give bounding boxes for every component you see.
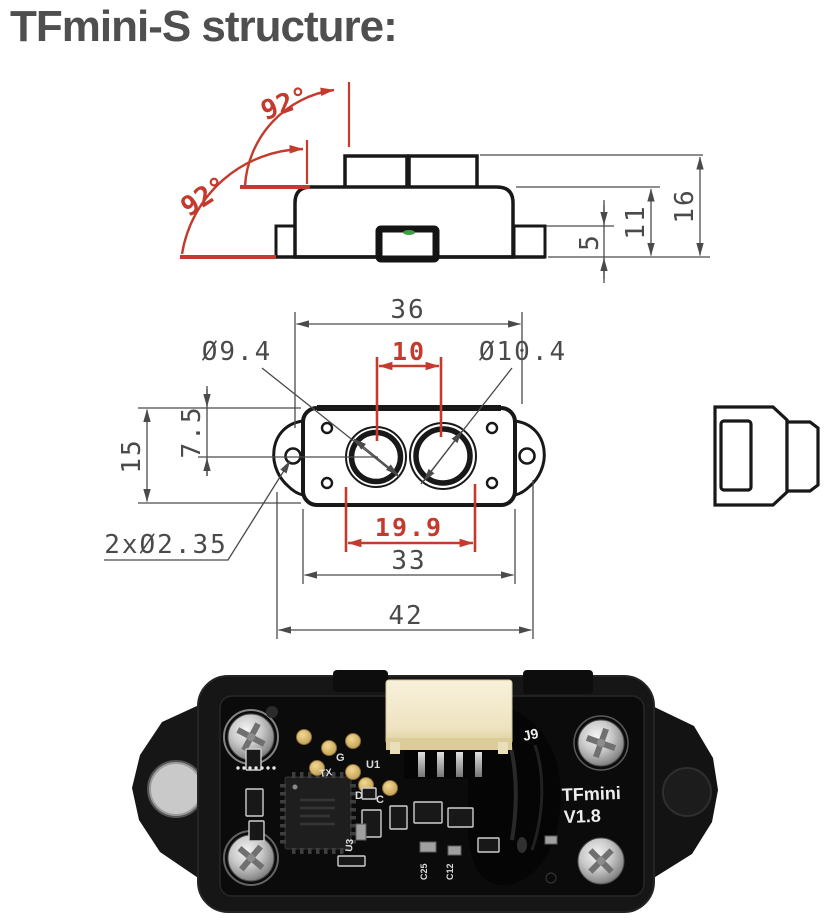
- side-tab-right: [512, 224, 547, 259]
- front-dim-10: 10: [375, 337, 443, 441]
- profile-view: [713, 405, 820, 507]
- side-dim-11-label: 11: [621, 204, 651, 239]
- front-dim-15-label: 15: [117, 438, 147, 473]
- front-mount-hole-note-label: 2xØ2.35: [104, 530, 228, 560]
- housing-hole-left: [149, 762, 203, 816]
- front-dim-36: 36: [294, 295, 523, 428]
- front-dia-left-label: Ø9.4: [202, 337, 273, 367]
- front-dim-42: 42: [276, 480, 534, 639]
- tp-d-label: D: [355, 790, 363, 802]
- housing-top-tab-left: [333, 670, 388, 692]
- side-extension-lines: [480, 154, 710, 258]
- smd-components: [245, 748, 500, 867]
- main-ic: [280, 772, 356, 854]
- smd-capacitors: [355, 823, 558, 856]
- tp-c12-label: C12: [445, 863, 455, 880]
- side-body: [293, 185, 515, 259]
- tp-tx-label: TX: [319, 767, 334, 780]
- silkscreen-labels: G TX U1 D C U3 C25 C12: [319, 752, 455, 880]
- side-dim-5-label: 5: [575, 233, 605, 251]
- front-mount-hole-note: 2xØ2.35: [104, 460, 291, 561]
- silkscreen-dots: [236, 706, 557, 884]
- side-dim-16: 16: [670, 156, 704, 257]
- tp-c25-label: C25: [419, 863, 429, 880]
- front-dim-19-9-label: 19.9: [375, 513, 443, 542]
- pcb-brand-label: TFmini: [561, 783, 621, 805]
- connector-body: [385, 679, 513, 745]
- front-dim-42-label: 42: [388, 601, 423, 631]
- side-led-dot: [403, 230, 415, 235]
- front-dim-10-label: 10: [392, 337, 426, 366]
- pcb-version-label: V1.8: [563, 806, 601, 827]
- side-connector: [375, 225, 440, 263]
- front-dim-36-label: 36: [390, 295, 425, 325]
- front-dim-33: 33: [302, 509, 516, 584]
- front-face-holes: [320, 421, 499, 490]
- housing-top-tab-right: [523, 670, 593, 694]
- front-dia-right-label: Ø10.4: [479, 337, 567, 367]
- front-lens-right-leader: Ø10.4: [420, 337, 567, 485]
- side-lens-hood-left: [343, 154, 409, 190]
- tp-u3-label: U3: [344, 838, 356, 852]
- housing-hole-right: [662, 767, 712, 817]
- side-view: 5 11 16 92° 92°: [175, 81, 710, 283]
- pcb-photo: J9: [132, 670, 718, 913]
- gold-test-pads: [296, 729, 398, 796]
- side-lens-hood-right: [407, 154, 479, 190]
- side-dim-5: 5: [575, 200, 608, 283]
- front-dim-33-label: 33: [391, 546, 426, 576]
- jst-connector: [385, 679, 513, 779]
- tp-g-label: G: [336, 752, 345, 764]
- front-dim-7-5-label: 7.5: [177, 406, 207, 459]
- page-title: TFmini-S structure:: [10, 2, 398, 51]
- front-mount-hole-right: [518, 447, 536, 465]
- front-dim-15: 15: [117, 407, 301, 504]
- front-dim-19-9: 19.9: [344, 484, 477, 552]
- tp-c-label: C: [376, 794, 384, 806]
- side-dim-16-label: 16: [670, 188, 700, 223]
- connector-ref-label: J9: [521, 725, 540, 744]
- front-view: 36 10 Ø9.4 Ø10.4: [104, 295, 567, 639]
- front-lens-left-leader: Ø9.4: [202, 337, 400, 478]
- angle-upper-label: 92°: [257, 81, 313, 127]
- front-mount-hole-left: [284, 447, 302, 465]
- side-dim-11: 11: [621, 188, 655, 257]
- front-dim-7-5: 7.5: [177, 386, 378, 476]
- tp-u1-label: U1: [366, 759, 380, 771]
